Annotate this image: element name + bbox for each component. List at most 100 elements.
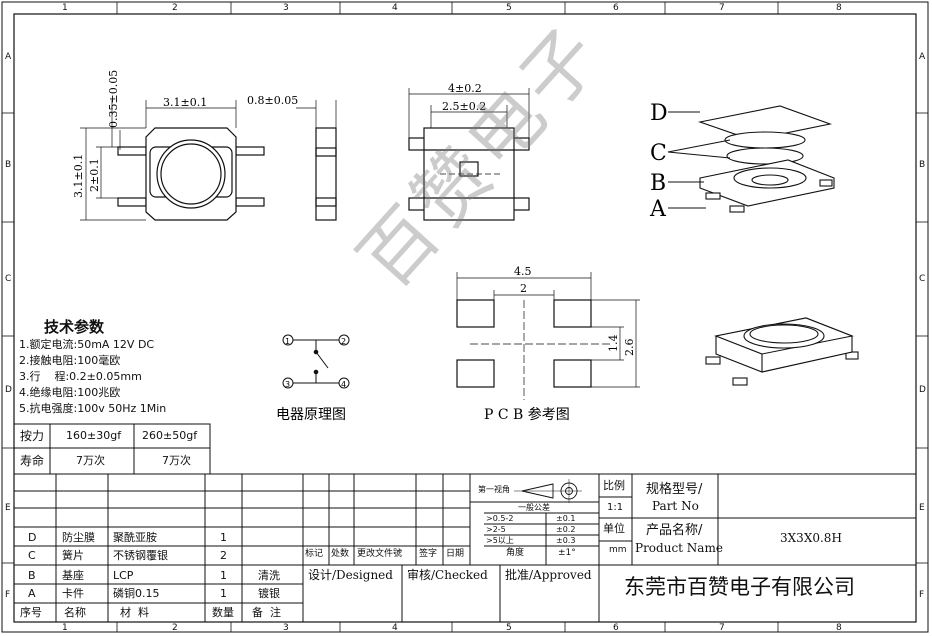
unit-label: 单位 [603, 522, 625, 535]
bom-qty: 1 [220, 587, 227, 600]
zone-row-b: B [5, 160, 12, 170]
front-inner-dim: 2.5±0.2 [442, 100, 486, 113]
approved-label: 批准/Approved [505, 568, 592, 582]
zone-col-8-bottom: 8 [836, 623, 842, 633]
front-view [408, 88, 530, 221]
pcb-title: P C B 参考图 [484, 406, 570, 423]
view-angle-label: 第一视角 [478, 485, 510, 494]
life-value-2: 7万次 [162, 454, 191, 467]
zone-row-e-right: E [919, 503, 925, 513]
spec-item: 2.接触电阻:100毫欧 [19, 354, 121, 367]
tolerance-title: 一般公差 [518, 503, 550, 512]
bom-header-note: 备 注 [252, 606, 281, 619]
force-value-1: 160±30gf [66, 429, 122, 442]
circuit-title: 电器原理图 [276, 407, 346, 423]
bom-name: 基座 [62, 569, 84, 582]
life-value-1: 7万次 [76, 454, 105, 467]
tol-range: >0.5-2 [486, 514, 514, 523]
pin-2: 2 [341, 337, 346, 346]
spec-item: 1.额定电流:50mA 12V DC [19, 338, 155, 351]
zone-col-5-bottom: 5 [506, 623, 512, 633]
bom-no: D [28, 531, 37, 544]
force-value-2: 260±50gf [142, 429, 198, 442]
product-label-en: Product Name [635, 541, 723, 555]
bom-qty: 1 [220, 569, 227, 582]
tol-range: 角度 [506, 548, 525, 558]
zone-col-4-bottom: 4 [392, 623, 398, 633]
pcb-footprint [456, 272, 640, 400]
zone-row-d-right: D [919, 385, 926, 395]
product-value: 3X3X0.8H [780, 531, 842, 545]
unit-value: mm [609, 545, 627, 555]
zone-row-e: E [5, 503, 11, 513]
spec-item: 5.抗电强度:100v 50Hz 1Min [19, 402, 167, 415]
top-width-dim: 3.1±0.1 [163, 96, 207, 109]
spec-item: 3.行 程:0.2±0.05mm [19, 370, 142, 383]
bom-header-no: 序号 [20, 606, 42, 619]
zone-col-7-bottom: 7 [719, 623, 725, 633]
bom-note: 清洗 [258, 569, 280, 582]
zone-row-b-right: B [919, 160, 926, 170]
exploded-label-d: D [650, 101, 668, 126]
zone-row-c: C [5, 274, 12, 284]
bom-no: C [28, 549, 36, 562]
bom-qty: 1 [220, 531, 227, 544]
bom-name: 防尘膜 [62, 531, 95, 544]
bom-no: B [28, 569, 36, 582]
zone-row-f-right: F [919, 590, 925, 600]
top-view [80, 100, 265, 221]
zone-col-2-bottom: 2 [172, 623, 178, 633]
tol-value: ±0.2 [556, 525, 576, 534]
top-terminal-dim: 0.35±0.05 [107, 70, 120, 128]
rev-header-date: 日期 [446, 549, 465, 559]
zone-col-7: 7 [719, 3, 725, 13]
pin-4: 4 [341, 380, 346, 389]
zone-col-1-bottom: 1 [62, 623, 68, 633]
force-label: 按力 [20, 429, 45, 443]
product-label-cn: 产品名称/ [646, 523, 703, 538]
bom-material: 聚酰亚胺 [113, 531, 157, 544]
side-thickness-dim: 0.8±0.05 [247, 94, 298, 107]
bom-name: 簧片 [62, 549, 84, 562]
zone-col-6-bottom: 6 [613, 623, 619, 633]
bom-material: 不锈钢覆银 [113, 549, 168, 562]
first-angle-icon [514, 479, 582, 503]
designed-label: 设计/Designed [308, 568, 393, 582]
zone-row-d: D [5, 385, 12, 395]
zone-row-a: A [5, 52, 12, 62]
pin-1: 1 [285, 337, 290, 346]
pcb-outer-width: 4.5 [514, 265, 532, 278]
isometric-view [705, 317, 859, 386]
tol-value: ±1° [558, 548, 576, 558]
bom-no: A [28, 587, 36, 600]
zone-col-5: 5 [506, 3, 512, 13]
rev-header-sign: 签字 [419, 549, 438, 559]
model-label-cn: 规格型号/ [646, 482, 703, 497]
bom-material: LCP [113, 569, 134, 582]
scale-label: 比例 [603, 479, 625, 492]
inner-frame [13, 13, 917, 623]
zone-row-f: F [5, 590, 11, 600]
scale-value: 1:1 [607, 502, 624, 513]
rev-header-mark: 标记 [305, 549, 324, 559]
exploded-view [667, 105, 835, 213]
model-label-en: Part No [652, 499, 699, 513]
tol-range: >2-5 [486, 525, 506, 534]
zone-col-3-bottom: 3 [283, 623, 289, 633]
top-inner-height-dim: 2±0.1 [88, 158, 101, 192]
spec-item: 4.绝缘电阻:100兆欧 [19, 386, 121, 399]
bom-header-qty: 数量 [212, 606, 234, 619]
pcb-inner-height: 1.4 [607, 335, 620, 353]
title-block-grid [14, 473, 916, 622]
bom-note: 镀银 [258, 587, 280, 600]
tol-range: >5以上 [486, 536, 514, 545]
zone-col-6: 6 [613, 3, 619, 13]
specs-title: 技术参数 [44, 318, 105, 336]
bom-header-name: 名称 [64, 606, 86, 619]
circuit-diagram [282, 334, 350, 389]
zone-col-3: 3 [283, 3, 289, 13]
bom-name: 卡件 [62, 587, 84, 600]
